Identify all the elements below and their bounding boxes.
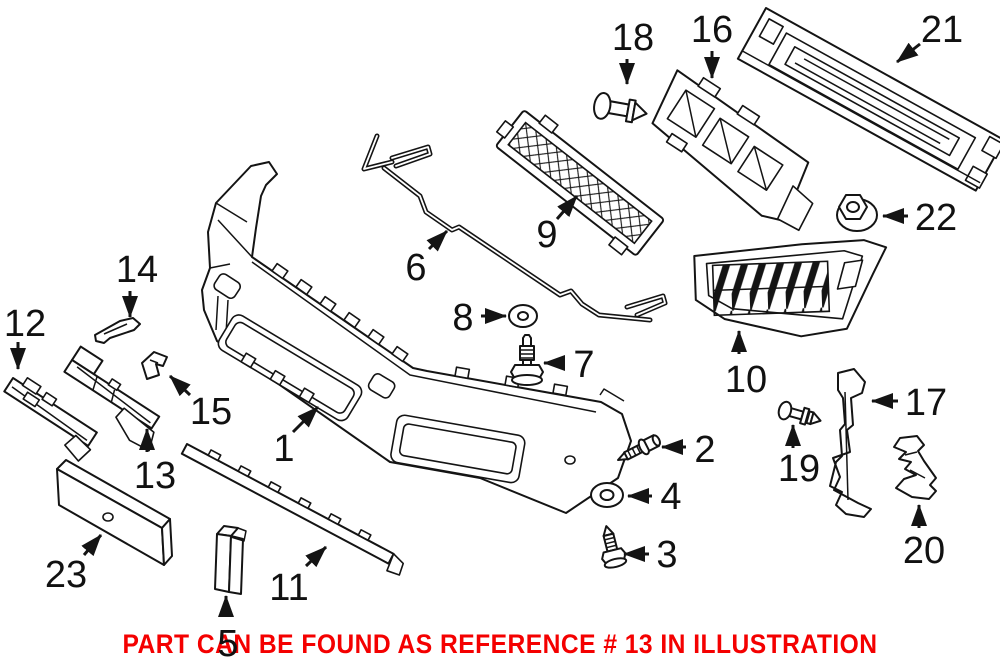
part-number-labels: 1 2 3 4 5 6 7 8 9 10 11 12 13 14 15 16 1… (4, 9, 963, 663)
part-label-4: 4 (660, 476, 681, 518)
sensor-hole-center (367, 373, 396, 399)
arrow-to-part-23 (81, 534, 103, 557)
arrow-to-part-15 (168, 374, 192, 397)
part-label-6: 6 (405, 247, 426, 289)
arrow-to-part-9 (555, 195, 579, 220)
part-3-screw (601, 525, 628, 569)
part-label-21: 21 (921, 9, 963, 51)
part-label-20: 20 (903, 530, 945, 572)
part-9-mesh-grille (495, 110, 665, 256)
part-17-side-bracket (829, 368, 872, 518)
part-19-push-pin (777, 400, 822, 426)
part-label-12: 12 (4, 303, 46, 345)
bumper-side-hole (564, 455, 576, 465)
license-bracket-hole (102, 512, 114, 522)
arrow-to-part-11 (304, 545, 328, 568)
part-label-19: 19 (778, 448, 820, 490)
part-2-bolt (617, 434, 661, 461)
part-20-corner-bracket (893, 435, 937, 500)
part-label-17: 17 (905, 382, 947, 424)
part-23-license-bracket (56, 459, 173, 566)
bumper-top-tabs (271, 262, 569, 397)
arrow-to-part-6 (426, 229, 449, 252)
part-label-3: 3 (656, 534, 677, 576)
part-label-2: 2 (694, 429, 715, 471)
part-1-bumper-cover (201, 161, 632, 514)
part-8-grommet (508, 304, 538, 328)
part-22-flange-nut (836, 194, 878, 232)
mesh-area (507, 121, 653, 245)
part-label-16: 16 (691, 9, 733, 51)
part-7-bolt (510, 334, 544, 386)
part-label-22: 22 (915, 197, 957, 239)
part-label-10: 10 (725, 359, 767, 401)
arrow-to-part-21 (896, 42, 921, 64)
part-label-18: 18 (612, 17, 654, 59)
part-label-9: 9 (536, 214, 557, 256)
sensor-hole-left (213, 273, 242, 300)
part-label-23: 23 (45, 554, 87, 596)
part-14-small-bracket (94, 317, 141, 344)
part-21-impact-bar (736, 7, 1000, 192)
part-10-lower-grille (693, 239, 888, 338)
part-11-lower-strip (180, 443, 405, 576)
part-4-washer (590, 482, 624, 508)
part-label-11: 11 (269, 567, 308, 609)
part-5-spacer (214, 525, 247, 595)
part-label-13: 13 (134, 455, 176, 497)
bumper-left-opening (217, 314, 363, 422)
part-16-grille-bracket (651, 69, 814, 232)
bumper-fog-opening (390, 414, 526, 484)
part-label-1: 1 (273, 428, 294, 470)
part-label-14: 14 (116, 249, 158, 291)
part-label-5: 5 (217, 623, 238, 663)
part-15-retainer-clip (141, 351, 168, 380)
part-label-8: 8 (452, 297, 473, 339)
part-12-rail-bracket (3, 377, 98, 462)
part-6-molding-rod (361, 133, 668, 323)
arrow-to-part-1 (291, 405, 320, 434)
reference-caption: PART CAN BE FOUND AS REFERENCE # 13 IN I… (123, 629, 878, 659)
part-18-push-pin (593, 92, 648, 124)
part-label-7: 7 (573, 344, 594, 386)
leader-arrows (10, 42, 927, 617)
part-label-15: 15 (190, 391, 232, 433)
